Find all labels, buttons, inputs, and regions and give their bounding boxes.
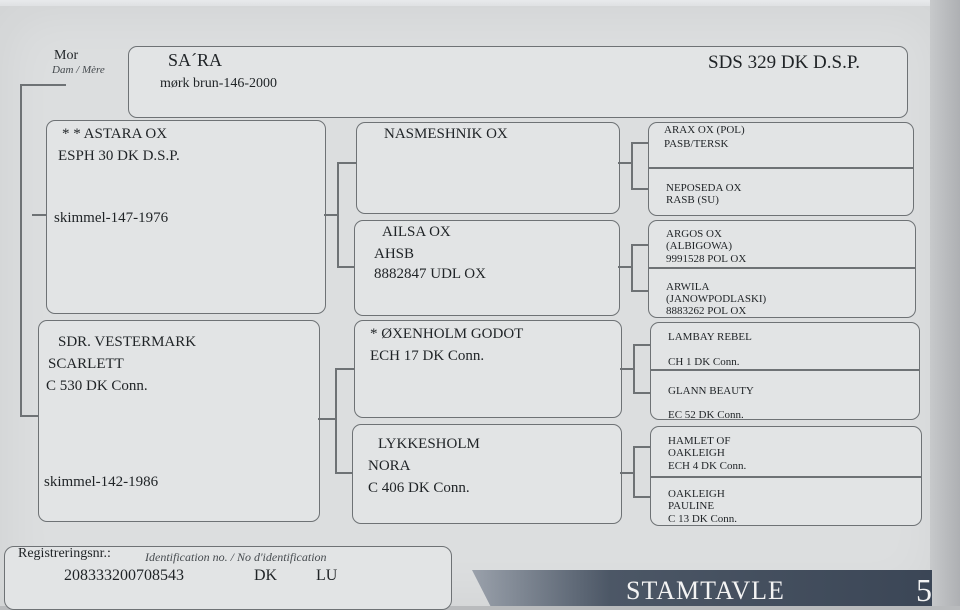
dam-name-line2: SCARLETT	[48, 356, 124, 372]
sire-studbook: ESPH 30 DK D.S.P.	[58, 148, 180, 164]
mare-box	[128, 46, 908, 118]
page-edge	[930, 0, 960, 606]
ggp-sdd-line1: ARWILA	[666, 281, 710, 293]
mare-sublabel: Dam / Mère	[52, 64, 105, 76]
granddam-maternal-line1: LYKKESHOLM	[378, 436, 480, 452]
dam-box	[38, 320, 320, 522]
ggp-ssd-line1: NEPOSEDA OX	[666, 182, 742, 194]
ggp-ddd-line1: OAKLEIGH	[668, 488, 725, 500]
registration-label-italic: Identification no. / No d'identification	[145, 550, 327, 564]
connector	[633, 344, 635, 392]
ggp-sds-line1: ARGOS OX	[666, 228, 722, 240]
ggp-sds-line2: (ALBIGOWA)	[666, 240, 732, 252]
granddam-paternal-number: 8882847 UDL OX	[374, 266, 486, 282]
ggp-dds-line2: OAKLEIGH	[668, 447, 725, 459]
ggp-dds-line3: ECH 4 DK Conn.	[668, 460, 747, 472]
ggp-dss-line2: CH 1 DK Conn.	[668, 356, 740, 368]
footer-banner	[472, 570, 932, 606]
granddam-paternal-box	[354, 220, 620, 316]
connector	[620, 368, 634, 370]
connector	[631, 244, 633, 290]
connector	[618, 266, 632, 268]
ggp-dds-line1: HAMLET OF	[668, 435, 731, 447]
divider	[651, 369, 919, 371]
connector	[631, 142, 633, 188]
connector-to-sire	[32, 214, 50, 216]
granddam-paternal-studbook: AHSB	[374, 246, 415, 262]
ggp-dsd-line1: GLANN BEAUTY	[668, 385, 754, 397]
mare-registration: SDS 329 DK D.S.P.	[708, 52, 861, 73]
granddam-maternal-studbook: C 406 DK Conn.	[368, 480, 470, 496]
connector	[633, 392, 651, 394]
mare-name: SA´RA	[168, 50, 223, 70]
connector	[633, 344, 651, 346]
connector-main	[20, 84, 22, 416]
grandsire-paternal-name: NASMESHNIK OX	[384, 126, 508, 142]
sire-box	[46, 120, 326, 314]
ggp-sds-line3: 9991528 POL OX	[666, 253, 747, 265]
ggp-ssd-line2: RASB (SU)	[666, 194, 719, 206]
sire-details: skimmel-147-1976	[54, 210, 169, 226]
connector	[337, 266, 357, 268]
ggp-sdd-line2: (JANOWPODLASKI)	[666, 293, 767, 305]
grandsire-paternal-box	[356, 122, 620, 214]
connector	[633, 446, 651, 448]
registration-country: DK	[254, 567, 278, 584]
connector	[318, 418, 336, 420]
mare-details: mørk brun-146-2000	[160, 76, 278, 91]
granddam-maternal-box	[352, 424, 622, 524]
ggp-sss-line1: ARAX OX (POL)	[664, 124, 745, 136]
ggp-dsd-line2: EC 52 DK Conn.	[668, 409, 744, 421]
connector	[618, 162, 632, 164]
dam-studbook: C 530 DK Conn.	[46, 378, 148, 394]
grandsire-maternal-studbook: ECH 17 DK Conn.	[370, 348, 485, 364]
mare-label: Mor	[54, 48, 79, 63]
divider	[651, 476, 921, 478]
great-grandparents-box-2	[648, 220, 916, 318]
connector	[631, 244, 649, 246]
divider	[649, 267, 915, 269]
connector	[324, 214, 338, 216]
ggp-ddd-line2: PAULINE	[668, 500, 715, 512]
connector	[335, 472, 355, 474]
page-number: 5	[916, 572, 932, 608]
connector-to-dam	[20, 415, 40, 417]
ggp-ddd-line3: C 13 DK Conn.	[668, 513, 738, 525]
ggp-dss-line1: LAMBAY REBEL	[668, 331, 752, 343]
registration-label: Registreringsnr.:	[18, 546, 111, 561]
connector	[631, 290, 649, 292]
connector	[335, 368, 355, 370]
grandsire-maternal-name: * ØXENHOLM GODOT	[370, 326, 524, 342]
divider	[649, 167, 913, 169]
connector-to-mare	[20, 84, 66, 86]
connector	[337, 162, 357, 164]
ggp-sdd-line3: 8883262 POL OX	[666, 305, 747, 317]
connector	[335, 368, 337, 472]
connector	[633, 496, 651, 498]
connector	[631, 188, 649, 190]
connector	[337, 162, 339, 266]
sire-name: * * ASTARA OX	[62, 126, 168, 142]
dam-name-line1: SDR. VESTERMARK	[58, 334, 197, 350]
footer-title: STAMTAVLE	[626, 576, 785, 605]
great-grandparents-box-3	[650, 322, 920, 420]
granddam-maternal-line2: NORA	[368, 458, 411, 474]
connector	[633, 446, 635, 496]
dam-details: skimmel-142-1986	[44, 474, 159, 490]
grandsire-maternal-box	[354, 320, 622, 418]
registration-code: LU	[316, 567, 338, 584]
connector	[620, 472, 634, 474]
granddam-paternal-name: AILSA OX	[382, 224, 451, 240]
great-grandparents-box-1	[648, 122, 914, 216]
connector	[631, 142, 649, 144]
registration-number: 208333200708543	[64, 567, 184, 584]
ggp-sss-line2: PASB/TERSK	[664, 138, 729, 150]
registration-box	[4, 546, 452, 610]
